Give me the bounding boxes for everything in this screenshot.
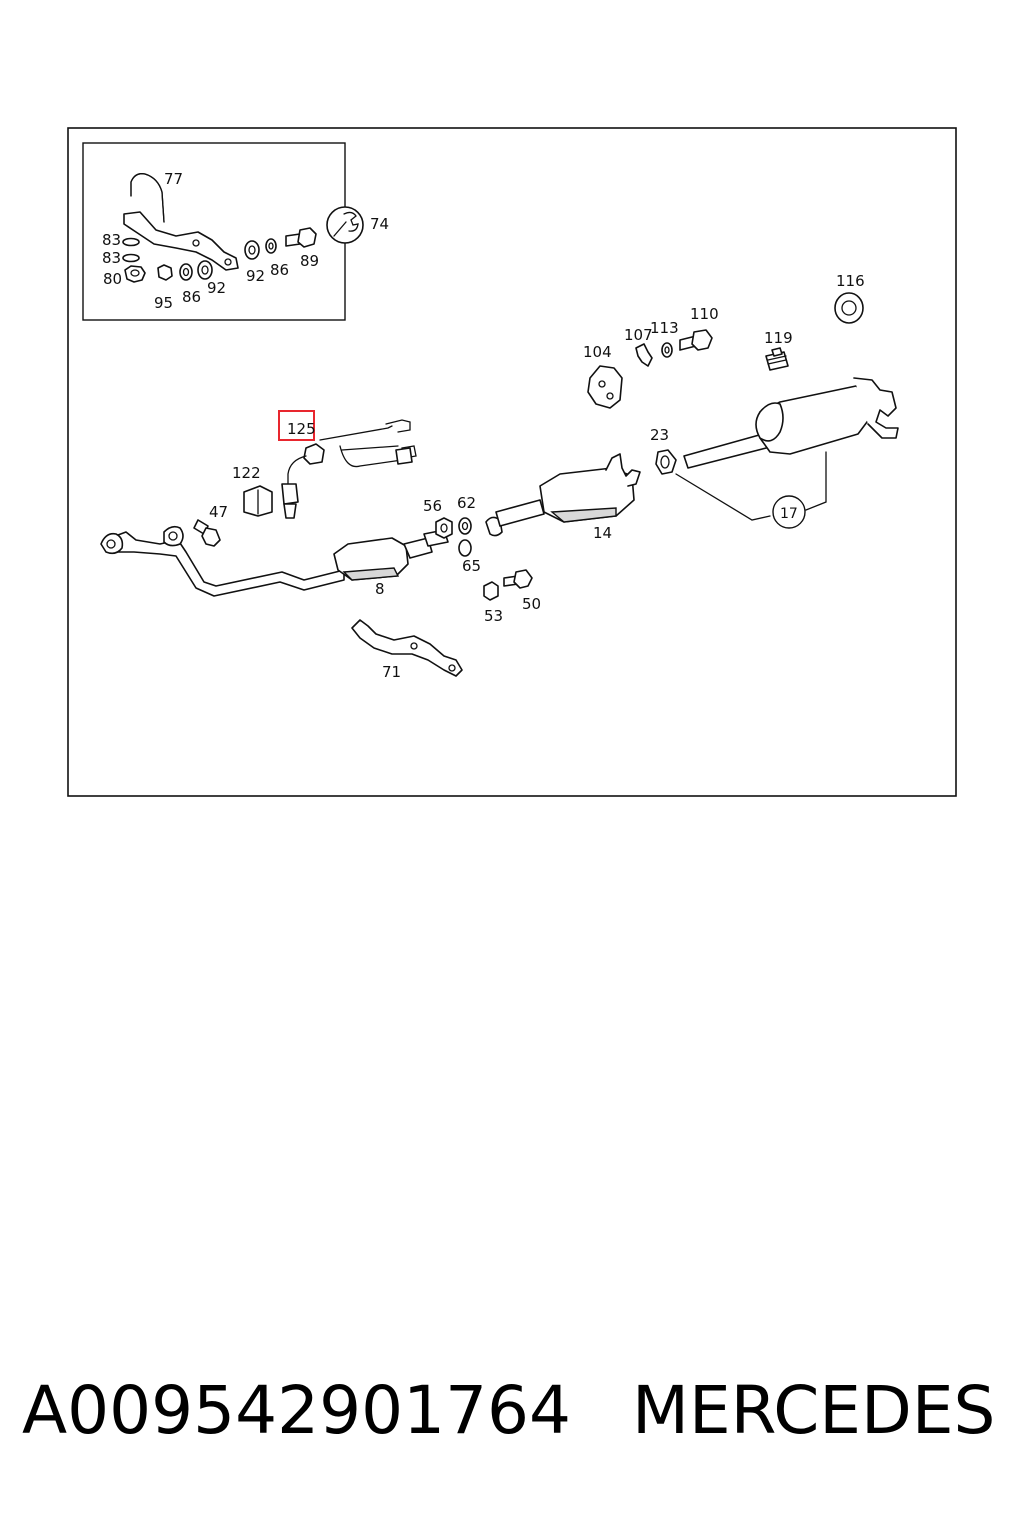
inset-bracket: [123, 211, 239, 271]
inset-nut-95: [157, 264, 173, 281]
callout-119: 119: [764, 329, 793, 347]
callout-8: 8: [375, 580, 385, 598]
callout-116: 116: [836, 272, 865, 290]
callout-89: 89: [300, 252, 319, 270]
catalytic-converter-8: [333, 529, 449, 581]
callout-50: 50: [522, 595, 541, 613]
inset-u-bolt-77: [130, 173, 165, 223]
highlight-box-125: [278, 410, 315, 441]
front-pipe: [100, 525, 345, 597]
rear-muffler-17: [683, 377, 899, 469]
callout-92a: 92: [207, 279, 226, 297]
nut-56: [435, 517, 453, 539]
inset-washer-86b: [265, 238, 277, 254]
inset-washers-83: [122, 237, 140, 263]
callout-86b: 86: [270, 261, 289, 279]
leader-lines-17: [675, 451, 827, 521]
callout-113: 113: [650, 319, 679, 337]
callout-80: 80: [103, 270, 122, 288]
inset-nut-80: [124, 265, 146, 283]
rubber-ring-116: [834, 292, 864, 324]
callout-14: 14: [593, 524, 612, 542]
bolt-110: [679, 329, 713, 351]
callout-83b: 83: [102, 249, 121, 267]
inset-bushing-92b: [244, 240, 260, 260]
middle-muffler-14: [485, 453, 641, 537]
callout-107: 107: [624, 326, 653, 344]
callout-53: 53: [484, 607, 503, 625]
clip-107: [635, 343, 653, 367]
brand-name: MERCEDES: [632, 1372, 996, 1449]
nut-53: [483, 581, 499, 601]
callout-23: 23: [650, 426, 669, 444]
inset-bushing-86a: [179, 263, 193, 281]
callout-47: 47: [209, 503, 228, 521]
rubber-damper-119: [765, 347, 789, 371]
callout-125: 125: [287, 420, 316, 438]
clamp-23: [655, 449, 677, 475]
inset-bolt-89: [285, 227, 317, 248]
callout-95: 95: [154, 294, 173, 312]
callout-110: 110: [690, 305, 719, 323]
callout-65: 65: [462, 557, 481, 575]
callout-104: 104: [583, 343, 612, 361]
callout-122: 122: [232, 464, 261, 482]
bracket-71: [351, 619, 463, 677]
ring-62: [458, 517, 472, 535]
hanger-104: [587, 365, 623, 409]
callout-17: 17: [780, 506, 798, 522]
washer-113: [661, 342, 673, 358]
callout-86a: 86: [182, 288, 201, 306]
bolt-47: [193, 519, 221, 547]
callout-77: 77: [164, 170, 183, 188]
callout-circle-17: [772, 495, 806, 529]
callout-83a: 83: [102, 231, 121, 249]
callout-92b: 92: [246, 267, 265, 285]
gasket-122: [243, 485, 273, 517]
diagram-frame: [67, 127, 957, 797]
bushing-65: [458, 539, 472, 557]
callout-56: 56: [423, 497, 442, 515]
callout-74: 74: [370, 215, 389, 233]
wrench-icon: [326, 206, 364, 244]
callout-62: 62: [457, 494, 476, 512]
callout-71: 71: [382, 663, 401, 681]
oxygen-sensor-125: [281, 419, 417, 519]
inset-bushing-92a: [197, 260, 213, 280]
part-number: A009542901764: [22, 1372, 572, 1449]
bolt-50: [503, 569, 533, 589]
